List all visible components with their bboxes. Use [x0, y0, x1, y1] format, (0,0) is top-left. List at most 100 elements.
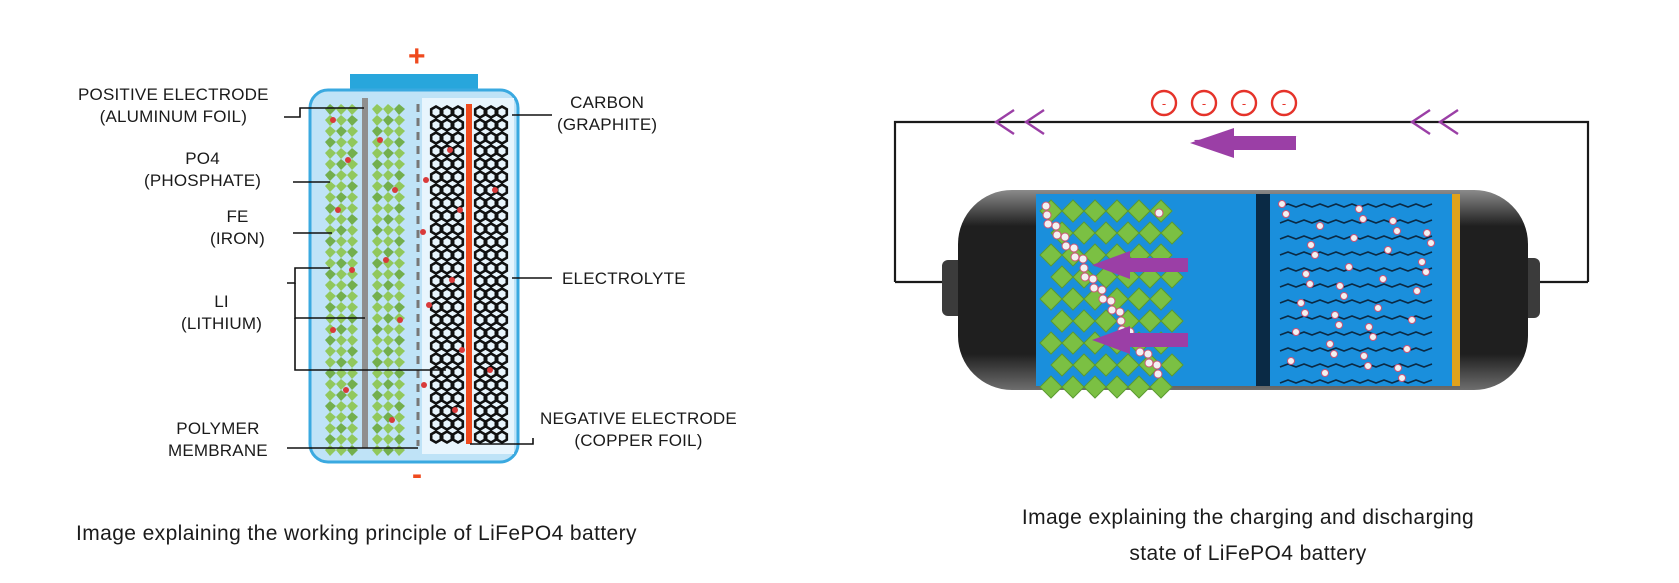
lithium-ion [1422, 268, 1430, 276]
phosphate-crystal [347, 126, 358, 137]
phosphate-crystal [325, 423, 336, 434]
graphite-ring [440, 377, 454, 392]
phosphate-crystal [383, 401, 394, 412]
phosphate-crystal [383, 346, 394, 357]
phosphate-crystal [336, 335, 347, 346]
phosphate-crystal [372, 269, 383, 280]
phosphate-crystal [394, 324, 405, 335]
graphite-ring [473, 221, 487, 236]
phosphate-crystal [1094, 353, 1118, 377]
graphite-ring [495, 403, 509, 418]
phosphate-crystal [336, 280, 347, 291]
graphite-ring [429, 130, 443, 145]
phosphate-crystal [394, 159, 405, 170]
lithium-ion [1423, 229, 1431, 237]
electron-sign: - [1202, 96, 1206, 111]
phosphate-crystal [383, 159, 394, 170]
lithium-ion [345, 157, 351, 163]
phosphate-crystal [394, 170, 405, 181]
phosphate-crystal [1083, 375, 1107, 399]
graphite-ring [440, 182, 454, 197]
electron-sign: - [1282, 96, 1286, 111]
graphite-ring [473, 390, 487, 405]
graphite-layer [1279, 331, 1433, 336]
phosphate-crystal [394, 357, 405, 368]
graphite-ring [429, 312, 443, 327]
phosphate-crystal [372, 401, 383, 412]
phosphate-crystal [383, 335, 394, 346]
phosphate-crystal [372, 423, 383, 434]
phosphate-crystal [394, 412, 405, 423]
ion-flow-arrow-lower-shaft [1130, 333, 1188, 347]
phosphate-crystal [383, 214, 394, 225]
graphite-ring [495, 143, 509, 158]
graphite-ring [440, 390, 454, 405]
phosphate-crystal [372, 247, 383, 258]
graphite-ring [451, 104, 465, 119]
graphite-ring [429, 221, 443, 236]
lithium-ion [1394, 364, 1402, 372]
graphite-ring [495, 338, 509, 353]
graphite-ring [473, 351, 487, 366]
right-caption: Image explaining the charging and discha… [988, 500, 1508, 572]
phosphate-crystal [394, 291, 405, 302]
lithium-ion [330, 327, 336, 333]
lithium-ion [1418, 258, 1426, 266]
graphite-ring [451, 325, 465, 340]
lithium-ion [1052, 230, 1062, 240]
graphite-ring [429, 117, 443, 132]
phosphate-crystal [383, 269, 394, 280]
phosphate-crystal [372, 192, 383, 203]
phosphate-crystal [1160, 309, 1184, 333]
phosphate-crystal [383, 412, 394, 423]
graphite-ring [473, 182, 487, 197]
graphite-ring [451, 416, 465, 431]
phosphate-crystal [347, 170, 358, 181]
phosphate-crystal [1160, 353, 1184, 377]
graphite-ring [429, 260, 443, 275]
lithium-ion [1365, 323, 1373, 331]
graphite-ring [495, 273, 509, 288]
phosphate-crystal [1138, 309, 1162, 333]
phosphate-crystal [383, 313, 394, 324]
graphite-ring [495, 377, 509, 392]
lithium-ion [1413, 287, 1421, 295]
separator [1256, 194, 1270, 386]
graphite-ring [451, 143, 465, 158]
phosphate-crystal [394, 269, 405, 280]
graphite-ring [440, 299, 454, 314]
phosphate-crystal [372, 181, 383, 192]
electron-icon [1190, 89, 1218, 117]
graphite-ring [440, 234, 454, 249]
graphite-ring [429, 325, 443, 340]
electron-icon [1270, 89, 1298, 117]
phosphate-crystal [336, 346, 347, 357]
lithium-ion [1316, 222, 1324, 230]
label-polymer-membrane: POLYMER MEMBRANE [168, 419, 268, 460]
lithium-ion [392, 187, 398, 193]
lithium-ion [1070, 252, 1080, 262]
graphite-ring [429, 429, 443, 444]
phosphate-crystal [347, 291, 358, 302]
phosphate-crystal [372, 148, 383, 159]
graphite-ring [495, 351, 509, 366]
lithium-ion [487, 367, 493, 373]
leader-li-3 [294, 318, 446, 371]
graphite-ring [473, 273, 487, 288]
lithium-ion [1408, 316, 1416, 324]
phosphate-crystal [1116, 221, 1140, 245]
wire-chevron [1023, 109, 1045, 135]
graphite-ring [440, 325, 454, 340]
phosphate-crystal [336, 137, 347, 148]
graphite-ring [429, 195, 443, 210]
phosphate-crystal [394, 192, 405, 203]
graphite-ring [484, 247, 498, 262]
graphite-ring [473, 143, 487, 158]
graphite-ring [451, 299, 465, 314]
graphite-ring [440, 338, 454, 353]
phosphate-crystal [347, 192, 358, 203]
graphite-ring [440, 221, 454, 236]
label-li: LI (LITHIUM) [181, 292, 263, 333]
lithium-ion [1144, 358, 1154, 368]
graphite-ring [429, 169, 443, 184]
